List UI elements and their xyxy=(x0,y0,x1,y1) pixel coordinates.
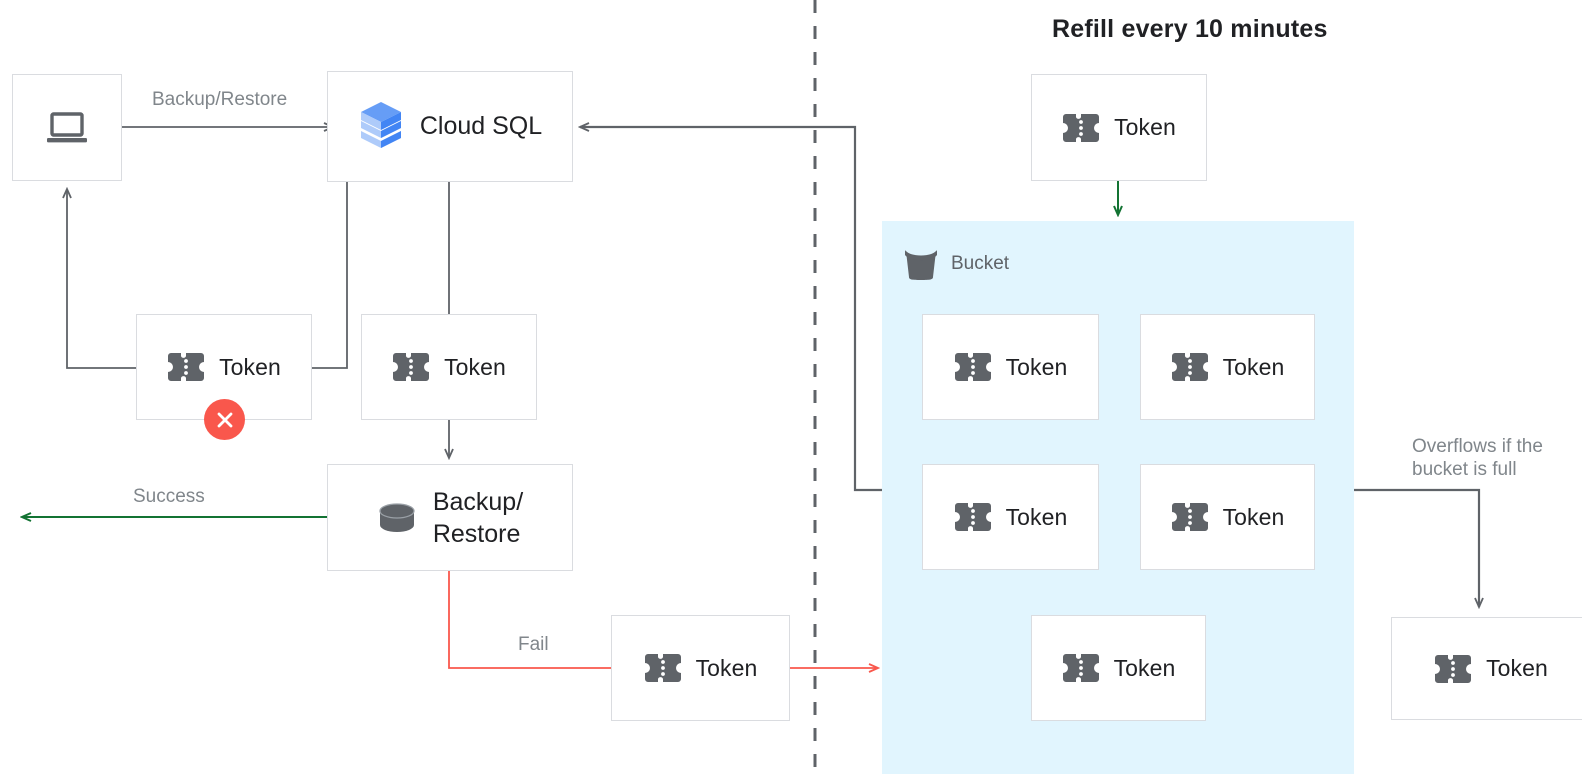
token-label: Token xyxy=(1222,503,1285,530)
cloud-sql-icon xyxy=(358,100,404,154)
token-icon xyxy=(1171,351,1209,383)
token-icon xyxy=(1171,501,1209,533)
cloud-sql-node[interactable]: Cloud SQL xyxy=(327,71,573,182)
client-node[interactable] xyxy=(12,74,122,181)
edge-label-success: Success xyxy=(133,486,205,507)
token-icon xyxy=(1062,112,1100,144)
edge-label-fail: Fail xyxy=(518,634,549,655)
bucket-icon xyxy=(903,247,939,281)
token-label: Token xyxy=(219,353,281,380)
token-icon xyxy=(1434,653,1472,685)
token-node-bucket-1[interactable]: Token xyxy=(922,314,1099,420)
token-icon xyxy=(954,351,992,383)
edge-overflow xyxy=(1354,488,1479,607)
status-badge-error xyxy=(204,399,245,440)
token-node-bucket-4[interactable]: Token xyxy=(1140,464,1315,570)
token-label: Token xyxy=(1486,655,1548,681)
token-label: Token xyxy=(1113,654,1176,681)
backup-restore-node[interactable]: Backup/Restore xyxy=(327,464,573,571)
laptop-icon xyxy=(45,110,89,146)
page-title: Refill every 10 minutes xyxy=(1052,15,1328,43)
token-node-fail-path[interactable]: Token xyxy=(611,615,790,721)
token-icon xyxy=(392,351,430,383)
token-label: Token xyxy=(444,353,506,380)
edge-label-overflow-line2: bucket is full xyxy=(1412,459,1517,480)
token-label: Token xyxy=(695,654,758,681)
token-node-bucket-2[interactable]: Token xyxy=(1140,314,1315,420)
token-node-refill[interactable]: Token xyxy=(1031,74,1207,181)
bucket-label: Bucket xyxy=(951,253,1010,274)
token-icon xyxy=(644,652,682,684)
token-icon xyxy=(1062,652,1100,684)
cloud-sql-label: Cloud SQL xyxy=(419,112,543,140)
bucket-header: Bucket xyxy=(903,247,1009,281)
edge-fail xyxy=(448,571,611,669)
edge-label-backup-restore: Backup/Restore xyxy=(152,89,288,110)
token-label: Token xyxy=(1114,114,1176,140)
close-icon xyxy=(214,409,236,431)
token-label: Token xyxy=(1222,353,1285,380)
token-label: Token xyxy=(1005,353,1068,380)
token-label: Token xyxy=(1005,503,1068,530)
edge-label-overflow-line1: Overflows if the xyxy=(1412,436,1543,457)
edge-bucket-to-cloudsql xyxy=(580,127,882,492)
token-icon xyxy=(954,501,992,533)
token-icon xyxy=(167,351,205,383)
token-node-bucket-3[interactable]: Token xyxy=(922,464,1099,570)
token-node-bucket-5[interactable]: Token xyxy=(1031,615,1206,721)
database-icon xyxy=(377,501,417,535)
token-node-cloudsql-child[interactable]: Token xyxy=(361,314,537,420)
backup-restore-label: Backup/Restore xyxy=(432,487,524,548)
token-node-overflow[interactable]: Token xyxy=(1391,617,1582,720)
